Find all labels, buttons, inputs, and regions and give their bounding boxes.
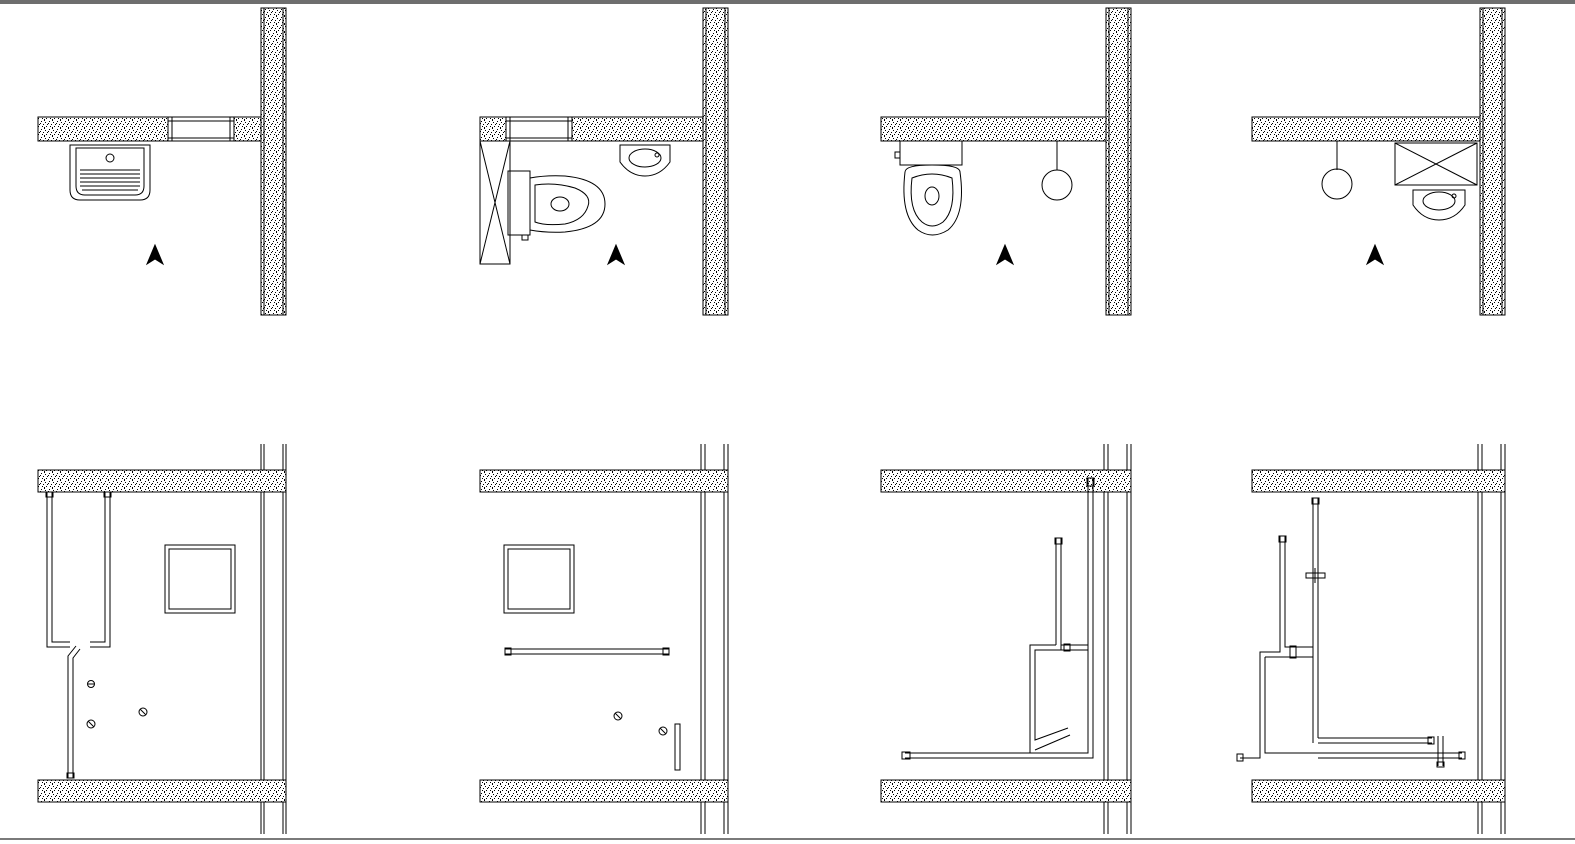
pipe-stub	[675, 724, 680, 770]
washbasin	[620, 145, 670, 176]
north-arrow-icon	[1367, 245, 1383, 264]
vertical-wall	[261, 8, 286, 315]
washbasin	[1413, 190, 1465, 220]
toilet-shower-plumbing-elevation	[881, 444, 1131, 834]
north-arrow-icon	[608, 245, 624, 264]
laundry-plumbing-elevation	[38, 444, 286, 834]
shower-basin-plan	[1252, 8, 1505, 315]
north-arrow-icon	[147, 245, 163, 264]
pipes	[902, 478, 1094, 759]
valve-icon	[614, 712, 667, 735]
laundry-sink	[70, 145, 150, 200]
cabinet	[1395, 143, 1477, 185]
laundry-plan	[38, 8, 286, 315]
shower-head-icon	[1042, 141, 1072, 200]
toilet-shower-plan	[881, 8, 1131, 315]
door-swing	[480, 141, 510, 264]
pipes	[1237, 498, 1465, 767]
window	[504, 545, 574, 613]
window	[165, 545, 235, 613]
shower-basin-plumbing-elevation	[1237, 444, 1505, 834]
shower-head-icon	[1322, 141, 1352, 199]
toilet-plan	[480, 8, 728, 315]
toilet	[508, 171, 605, 240]
north-arrow-icon	[997, 245, 1013, 264]
toilet	[895, 141, 962, 235]
window-bottom-border	[0, 838, 1575, 840]
window-top-border	[0, 0, 1575, 4]
horizontal-pipe	[505, 648, 669, 655]
toilet-plumbing-elevation	[480, 444, 728, 834]
valve-icon	[87, 681, 147, 729]
pipes	[46, 492, 111, 778]
